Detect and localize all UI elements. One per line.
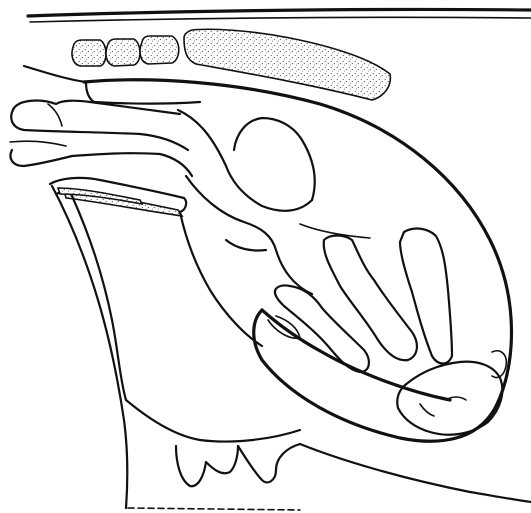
top-border-lines	[28, 9, 531, 22]
vertebra-3	[140, 36, 179, 64]
fetus-hind-limbs	[10, 66, 200, 176]
vertebra-2	[106, 39, 140, 66]
fetus-fore-limbs	[268, 229, 452, 372]
fetus-head	[397, 351, 506, 435]
sacrum	[184, 29, 390, 100]
spine-vertebrae	[72, 29, 390, 100]
ground-lines	[128, 444, 531, 510]
udder	[176, 444, 300, 486]
vertebra-1	[72, 40, 106, 66]
fetus-body	[178, 110, 370, 294]
